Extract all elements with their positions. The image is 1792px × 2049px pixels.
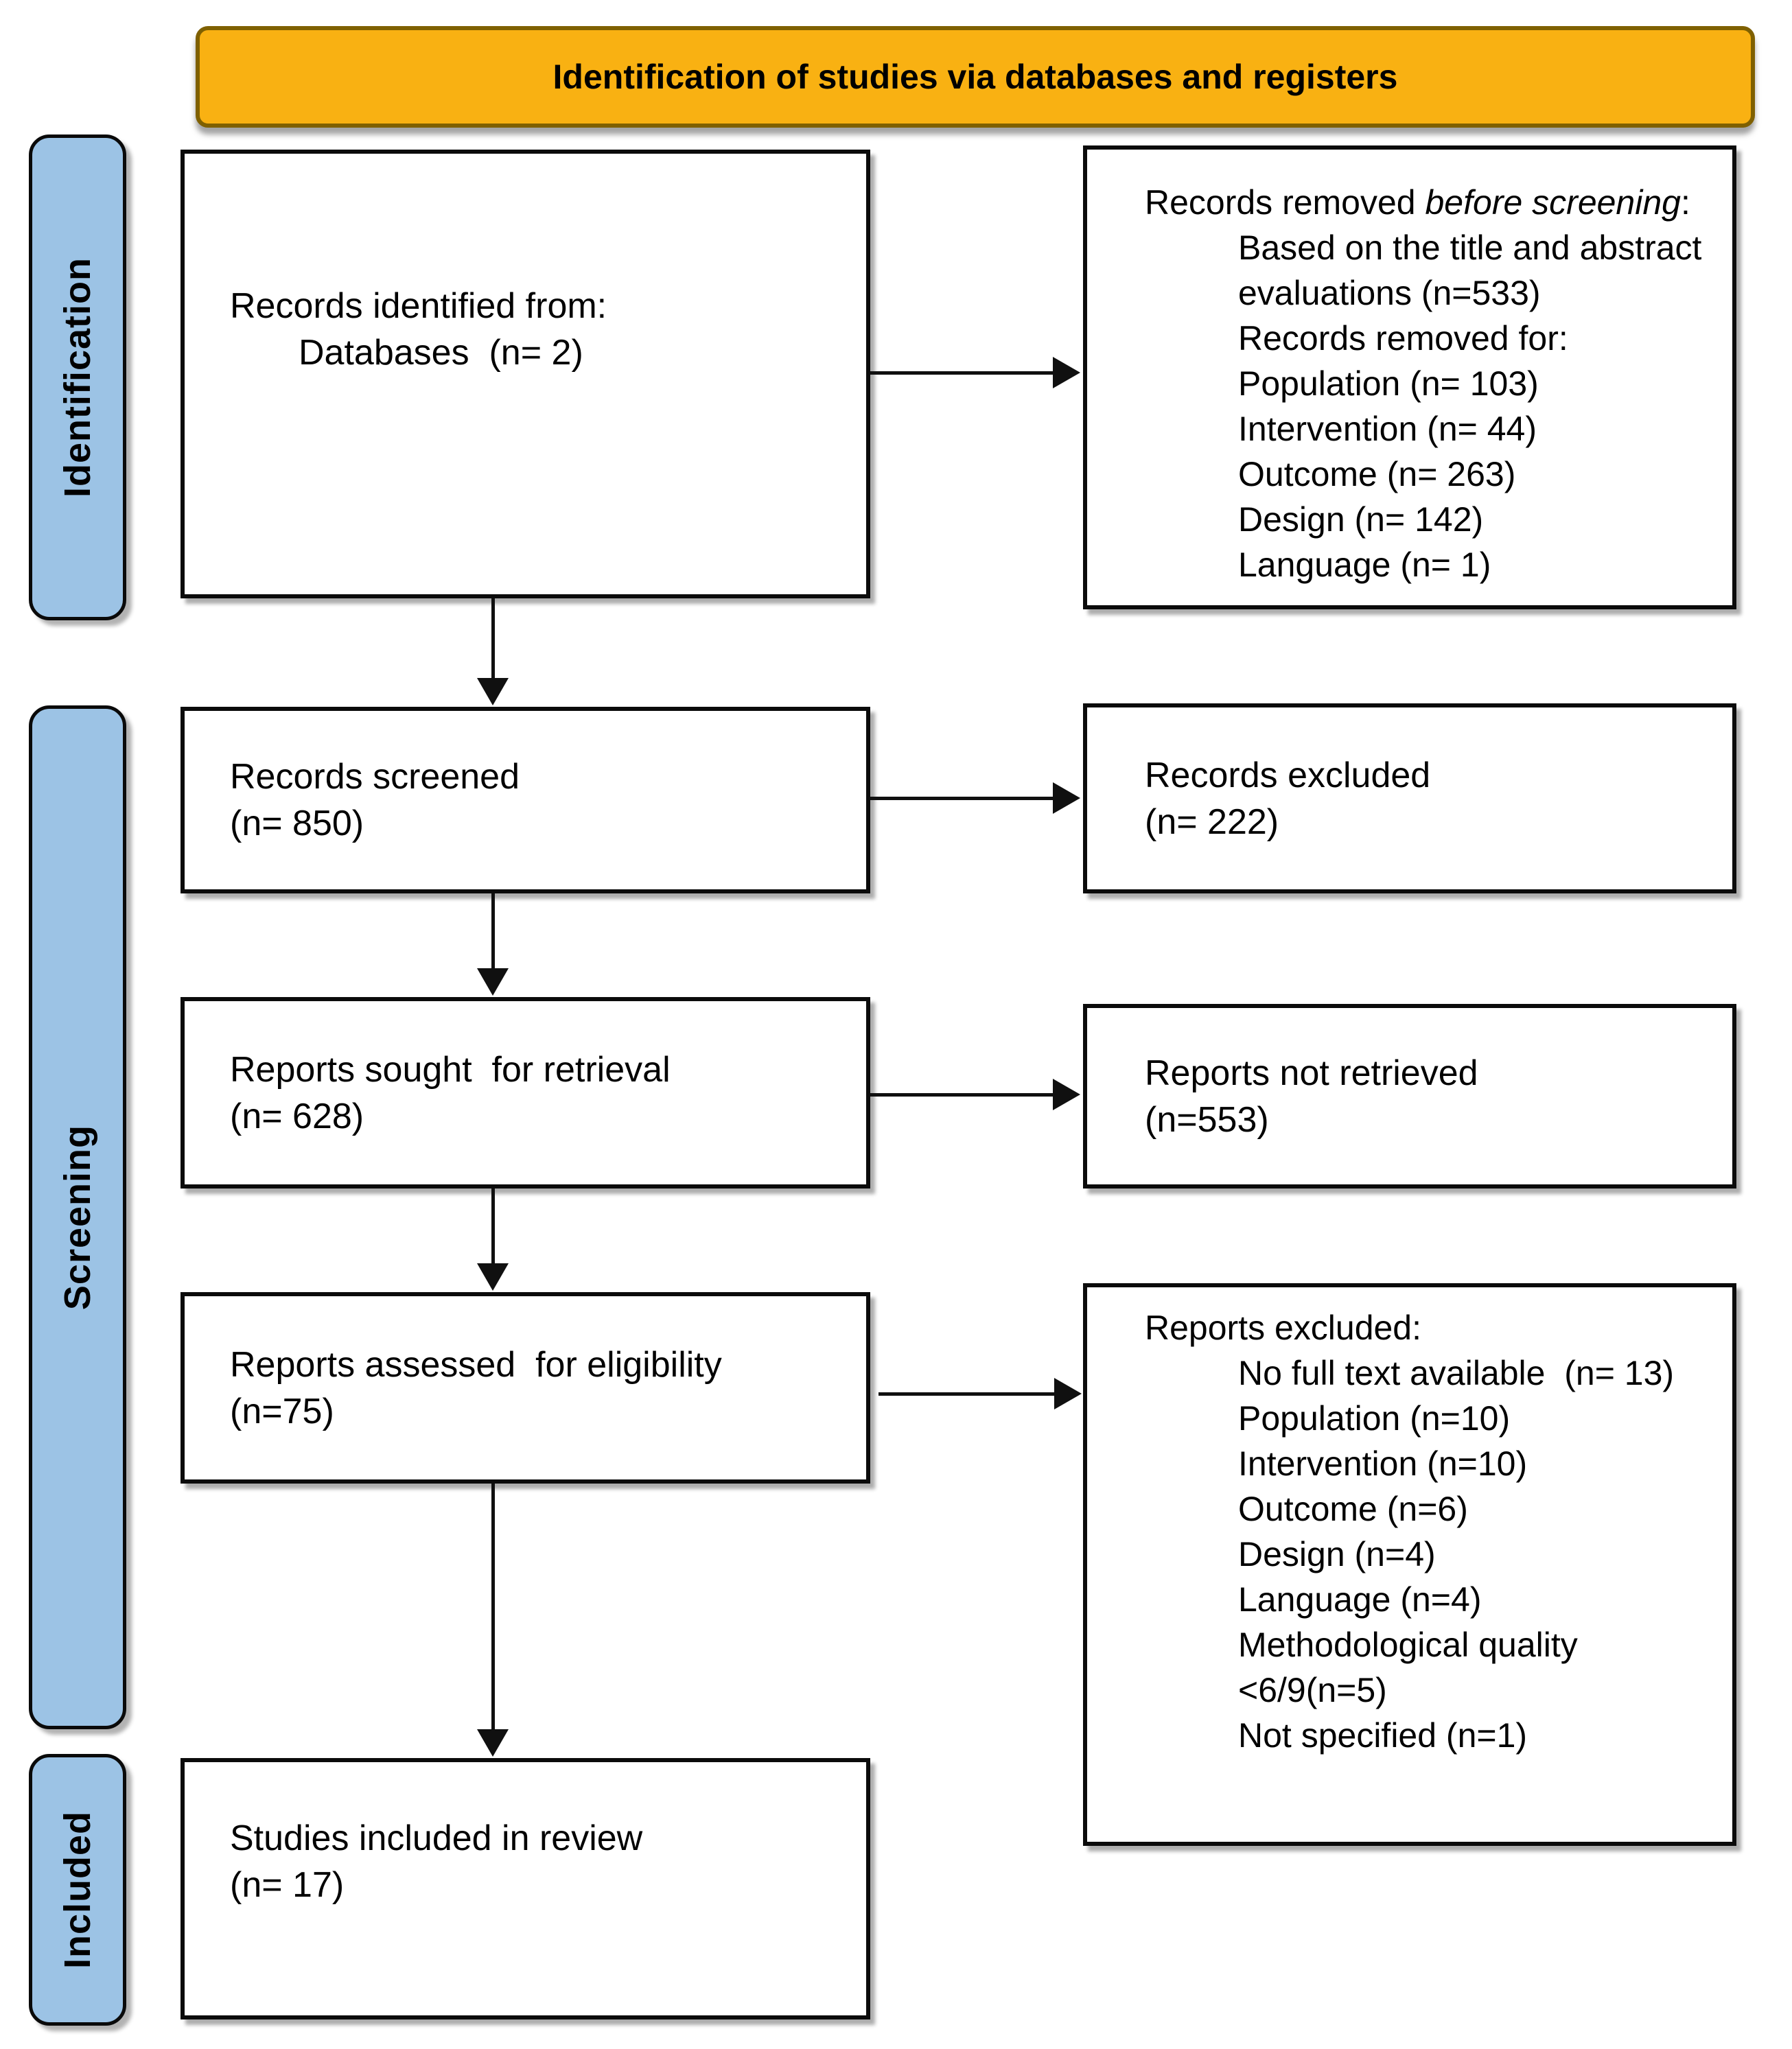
records-removed-item: Based on the title and abstract (1238, 229, 1702, 267)
records-removed-title-prefix: Records removed (1145, 183, 1426, 222)
reports-assessed-line2: (n=75) (230, 1391, 334, 1431)
studies-included-box: Studies included in review (n= 17) (181, 1758, 870, 2019)
reports-excluded-title: Reports excluded: (1145, 1309, 1422, 1347)
reports-excluded-box: Reports excluded: No full text available… (1083, 1283, 1736, 1846)
reports-not-retrieved-line1: Reports not retrieved (1145, 1053, 1478, 1093)
stage-included: Included (29, 1754, 126, 2026)
arrow-line (870, 371, 1054, 375)
stage-screening: Screening (29, 705, 126, 1729)
records-removed-item: Design (n= 142) (1238, 500, 1484, 539)
studies-included-line1: Studies included in review (230, 1818, 643, 1858)
arrow-right-icon (1053, 357, 1080, 388)
reports-not-retrieved-line2: (n=553) (1145, 1099, 1269, 1140)
reports-excluded-item: Methodological quality (1238, 1626, 1578, 1664)
records-identified-box: Records identified from: Databases (n= 2… (181, 150, 870, 598)
records-removed-item: Outcome (n= 263) (1238, 455, 1516, 493)
reports-excluded-item: Not specified (n=1) (1238, 1716, 1528, 1755)
reports-sought-line1: Reports sought for retrieval (230, 1049, 671, 1090)
records-screened-box: Records screened (n= 850) (181, 707, 870, 893)
records-excluded-line1: Records excluded (1145, 755, 1431, 795)
banner: Identification of studies via databases … (196, 26, 1755, 128)
records-removed-box: Records removed before screening: Based … (1083, 145, 1736, 609)
arrow-line (870, 797, 1054, 800)
reports-excluded-item: <6/9(n=5) (1238, 1671, 1387, 1709)
records-excluded-line2: (n= 222) (1145, 801, 1279, 842)
arrow-line (491, 598, 495, 681)
stage-included-label: Included (57, 1810, 98, 1969)
arrow-line (491, 893, 495, 971)
banner-title: Identification of studies via databases … (552, 58, 1398, 96)
reports-assessed-line1: Reports assessed for eligibility (230, 1344, 722, 1385)
reports-excluded-item: Outcome (n=6) (1238, 1490, 1468, 1528)
arrow-right-icon (1053, 782, 1080, 814)
reports-excluded-item: No full text available (n= 13) (1238, 1354, 1675, 1392)
reports-sought-box: Reports sought for retrieval (n= 628) (181, 997, 870, 1189)
records-removed-title-suffix: : (1680, 183, 1690, 222)
arrow-down-icon (477, 1263, 509, 1291)
arrow-line (870, 1093, 1054, 1097)
reports-excluded-item: Population (n=10) (1238, 1399, 1511, 1438)
reports-sought-line2: (n= 628) (230, 1096, 364, 1136)
arrow-down-icon (477, 678, 509, 705)
records-removed-item: Records removed for: (1238, 319, 1568, 358)
stage-screening-label: Screening (57, 1124, 98, 1311)
records-identified-line1: Records identified from: (230, 286, 607, 326)
arrow-right-icon (1054, 1378, 1082, 1409)
arrow-line (491, 1189, 495, 1266)
arrow-line (491, 1484, 495, 1732)
reports-excluded-item: Intervention (n=10) (1238, 1444, 1528, 1483)
records-removed-item: evaluations (n=533) (1238, 274, 1541, 312)
arrow-right-icon (1053, 1079, 1080, 1110)
records-removed-title: Records removed before screening: (1145, 180, 1712, 225)
records-screened-line1: Records screened (230, 757, 520, 797)
records-removed-title-italic: before screening (1425, 183, 1681, 222)
studies-included-line2: (n= 17) (230, 1864, 345, 1905)
records-removed-item: Population (n= 103) (1238, 364, 1539, 403)
reports-assessed-box: Reports assessed for eligibility (n=75) (181, 1292, 870, 1484)
records-screened-line2: (n= 850) (230, 804, 364, 843)
arrow-line (878, 1392, 1056, 1396)
records-identified-line2: Databases (n= 2) (299, 333, 583, 373)
stage-identification: Identification (29, 134, 126, 620)
records-excluded-box: Records excluded (n= 222) (1083, 703, 1736, 893)
reports-excluded-item: Language (n=4) (1238, 1580, 1482, 1619)
records-removed-item: Intervention (n= 44) (1238, 410, 1537, 448)
stage-identification-label: Identification (57, 257, 98, 497)
reports-excluded-item: Design (n=4) (1238, 1535, 1436, 1573)
records-removed-item: Language (n= 1) (1238, 546, 1491, 584)
reports-not-retrieved-box: Reports not retrieved (n=553) (1083, 1004, 1736, 1189)
arrow-down-icon (477, 1729, 509, 1757)
arrow-down-icon (477, 968, 509, 996)
